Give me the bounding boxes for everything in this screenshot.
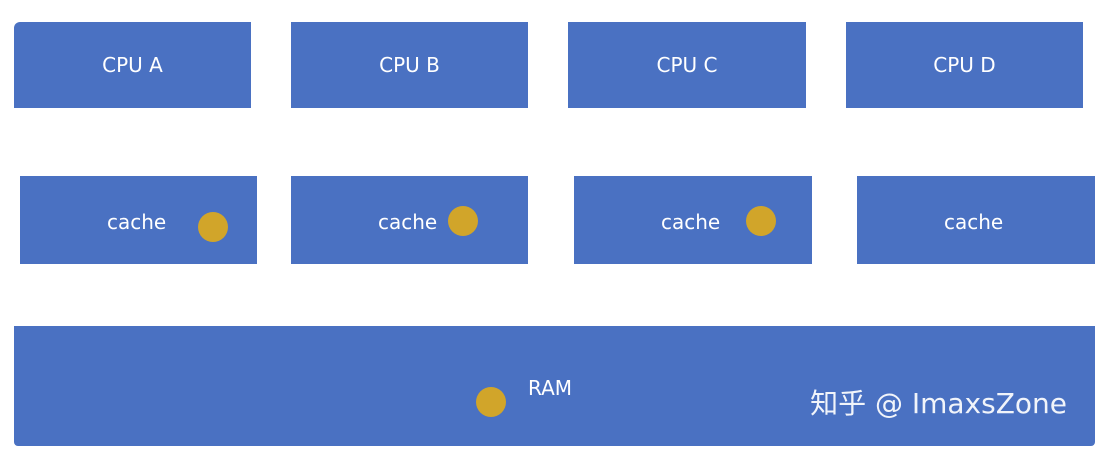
ram-box: RAM 知乎 @ ImaxsZone	[14, 326, 1095, 446]
cache-b-data-dot	[448, 206, 478, 236]
cpu-b-box: CPU B	[291, 22, 528, 108]
cpu-d-label: CPU D	[933, 53, 996, 77]
cpu-a-box: CPU A	[14, 22, 251, 108]
cpu-a-label: CPU A	[102, 53, 163, 77]
cache-c-data-dot	[746, 206, 776, 236]
cache-d-label: cache	[944, 210, 1004, 234]
cache-c-label: cache	[661, 210, 721, 234]
cache-c-box: cache	[574, 176, 812, 264]
cache-d-box: cache	[857, 176, 1095, 264]
cpu-c-label: CPU C	[656, 53, 718, 77]
cache-a-data-dot	[198, 212, 228, 242]
cache-a-box: cache	[20, 176, 257, 264]
cpu-c-box: CPU C	[568, 22, 806, 108]
zhihu-watermark: 知乎 @ ImaxsZone	[810, 387, 1067, 420]
ram-data-dot	[476, 387, 506, 417]
cpu-b-label: CPU B	[379, 53, 440, 77]
ram-label: RAM	[528, 376, 573, 400]
cpu-d-box: CPU D	[846, 22, 1083, 108]
cache-a-label: cache	[107, 210, 167, 234]
cache-b-box: cache	[291, 176, 528, 264]
cache-b-label: cache	[378, 210, 438, 234]
